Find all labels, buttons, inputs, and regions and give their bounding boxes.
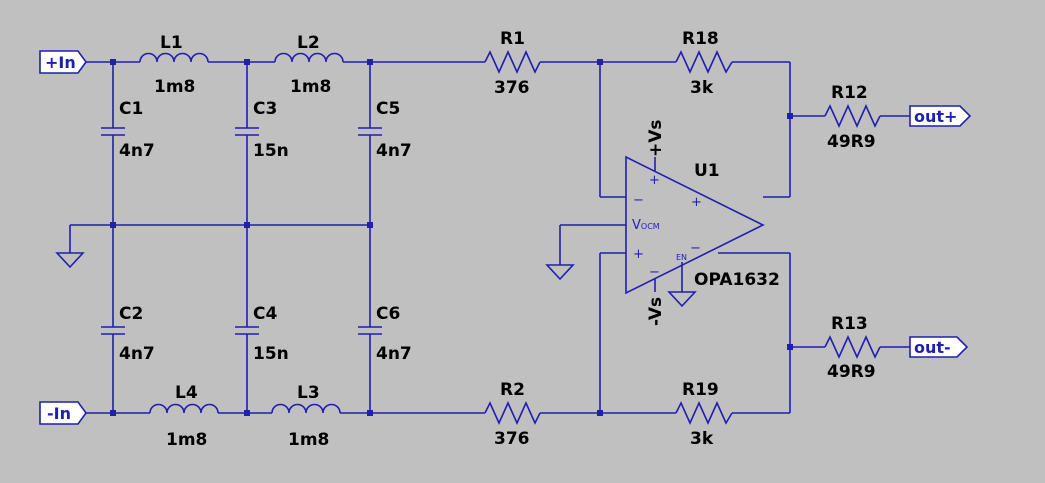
ground-symbol-2 [545, 264, 575, 281]
port-out-neg: out- [909, 336, 969, 358]
opamp-pin-minus-bottom: − [649, 265, 660, 280]
l1-ref: L1 [160, 33, 183, 53]
opamp-pin-plus-bottom: + [633, 247, 644, 262]
r12-ref: R12 [831, 83, 868, 103]
r18-ref: R18 [682, 29, 719, 49]
c4-value: 15n [253, 344, 289, 364]
c6-value: 4n7 [376, 344, 412, 364]
c3-ref: C3 [253, 99, 277, 119]
r13-value: 49R9 [827, 362, 876, 382]
ground-symbol-3 [667, 291, 697, 308]
capacitor-c1 [101, 127, 125, 136]
resistor-r13 [824, 335, 881, 359]
svg-text:-In: -In [47, 404, 71, 423]
c6-ref: C6 [376, 304, 400, 324]
l4-ref: L4 [175, 383, 198, 403]
r13-ref: R13 [831, 314, 868, 334]
opamp-pin-plus-top: + [649, 173, 660, 188]
c2-ref: C2 [119, 304, 143, 324]
c4-ref: C4 [253, 304, 277, 324]
l2-value: 1m8 [290, 77, 331, 97]
resistor-r18 [675, 50, 733, 74]
resistor-r12 [824, 104, 881, 128]
resistor-r19 [675, 401, 733, 425]
opamp-en-label: EN [676, 253, 687, 262]
l3-value: 1m8 [288, 430, 329, 450]
opamp-pin-plus-out: + [691, 195, 702, 210]
opamp-pin-minus-top: − [633, 193, 644, 208]
r2-value: 376 [494, 429, 530, 449]
c2-value: 4n7 [119, 344, 155, 364]
resistor-r2 [484, 401, 541, 425]
inductor-l1 [139, 52, 209, 63]
c1-value: 4n7 [119, 141, 155, 161]
c1-ref: C1 [119, 99, 143, 119]
junctions [110, 59, 793, 416]
l2-ref: L2 [297, 33, 320, 53]
c3-value: 15n [253, 141, 289, 161]
r1-value: 376 [494, 78, 530, 98]
r12-value: 49R9 [827, 132, 876, 152]
port-out-pos: out+ [909, 105, 972, 127]
neg-supply-label: -Vs [646, 297, 666, 326]
port-in-neg: -In [39, 401, 87, 425]
svg-text:out-: out- [914, 338, 951, 357]
svg-text:+In: +In [45, 53, 76, 72]
r18-value: 3k [690, 78, 714, 98]
r1-ref: R1 [500, 29, 525, 49]
inductor-l2 [274, 52, 344, 63]
inductor-l3 [271, 403, 341, 414]
capacitor-c2 [101, 326, 125, 335]
opamp-vocm-label: VOCM [632, 218, 660, 233]
r2-ref: R2 [500, 380, 525, 400]
capacitor-c6 [358, 326, 382, 335]
u1-ref: U1 [694, 161, 720, 181]
capacitor-c5 [358, 127, 382, 136]
pos-supply-label: +Vs [646, 119, 666, 157]
inductor-l4 [149, 403, 219, 414]
l3-ref: L3 [297, 383, 320, 403]
l1-value: 1m8 [154, 77, 195, 97]
opamp-pin-minus-out: − [690, 241, 701, 256]
port-in-pos: +In [39, 50, 87, 74]
l4-value: 1m8 [166, 430, 207, 450]
c5-ref: C5 [376, 99, 400, 119]
r19-ref: R19 [682, 380, 719, 400]
svg-text:out+: out+ [914, 107, 957, 126]
resistor-r1 [484, 50, 541, 74]
opamp-body [625, 155, 765, 295]
r19-value: 3k [690, 429, 714, 449]
u1-part: OPA1632 [694, 270, 780, 290]
c5-value: 4n7 [376, 141, 412, 161]
capacitor-c3 [235, 127, 259, 136]
capacitor-c4 [235, 326, 259, 335]
wires [69, 61, 910, 414]
ground-symbol-1 [55, 252, 85, 269]
